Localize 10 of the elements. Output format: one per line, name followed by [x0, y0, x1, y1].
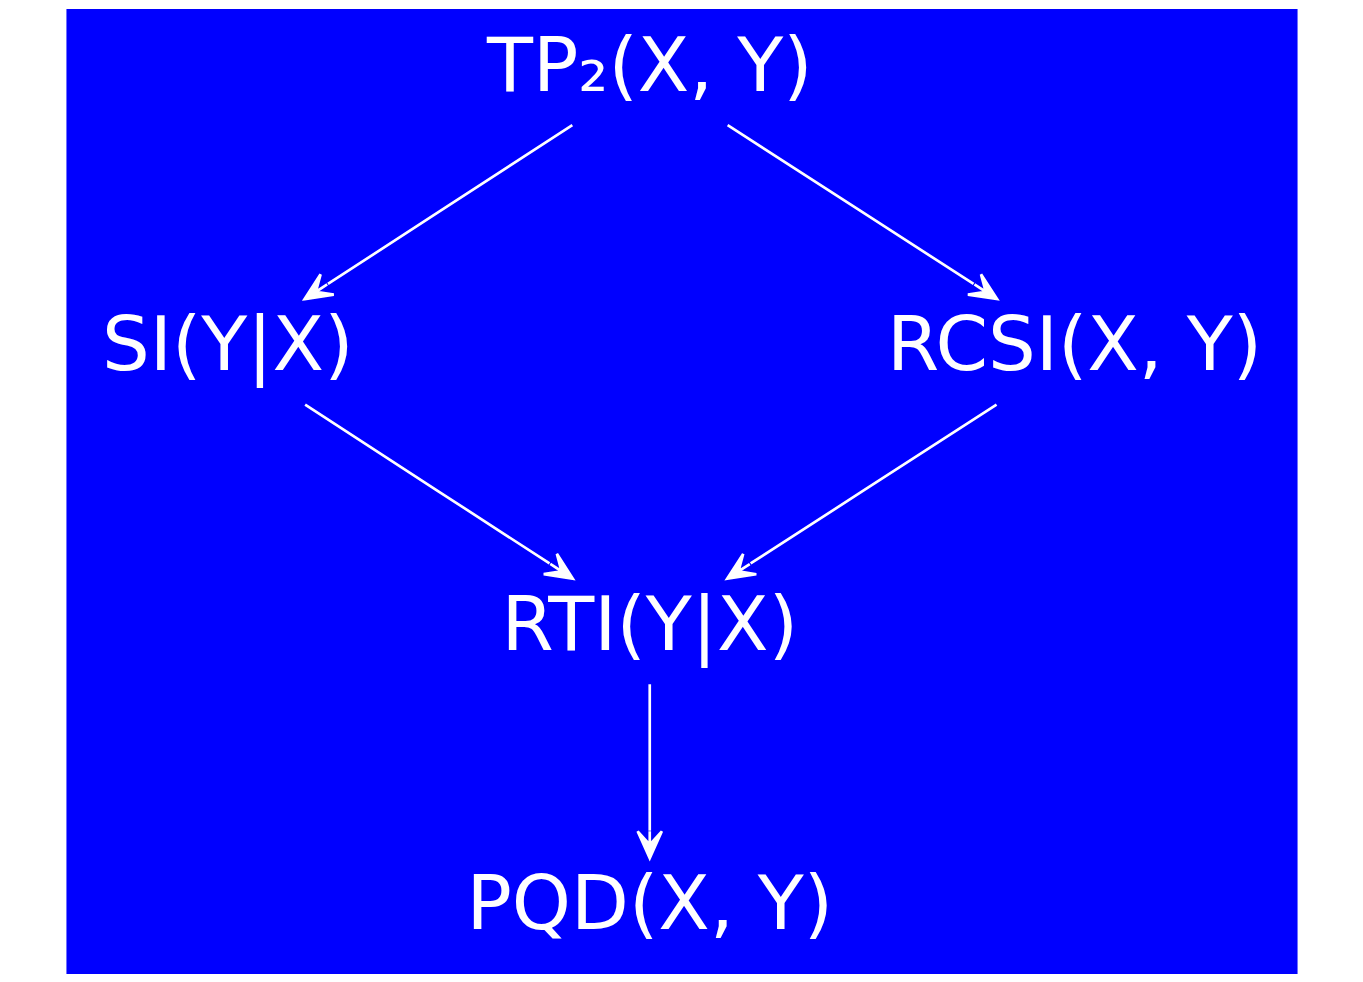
arrow — [635, 683, 663, 859]
arrow — [726, 123, 998, 300]
arrow — [303, 403, 574, 580]
arrow — [302, 123, 573, 300]
node-text: RCSI(X, Y) — [886, 299, 1262, 388]
node-text: TP₂(X, Y) — [486, 20, 813, 109]
node-text: SI(Y|X) — [101, 299, 353, 388]
node-text: PQD(X, Y) — [465, 858, 833, 947]
node-text: RTI(Y|X) — [500, 579, 798, 668]
arrow — [725, 403, 997, 580]
